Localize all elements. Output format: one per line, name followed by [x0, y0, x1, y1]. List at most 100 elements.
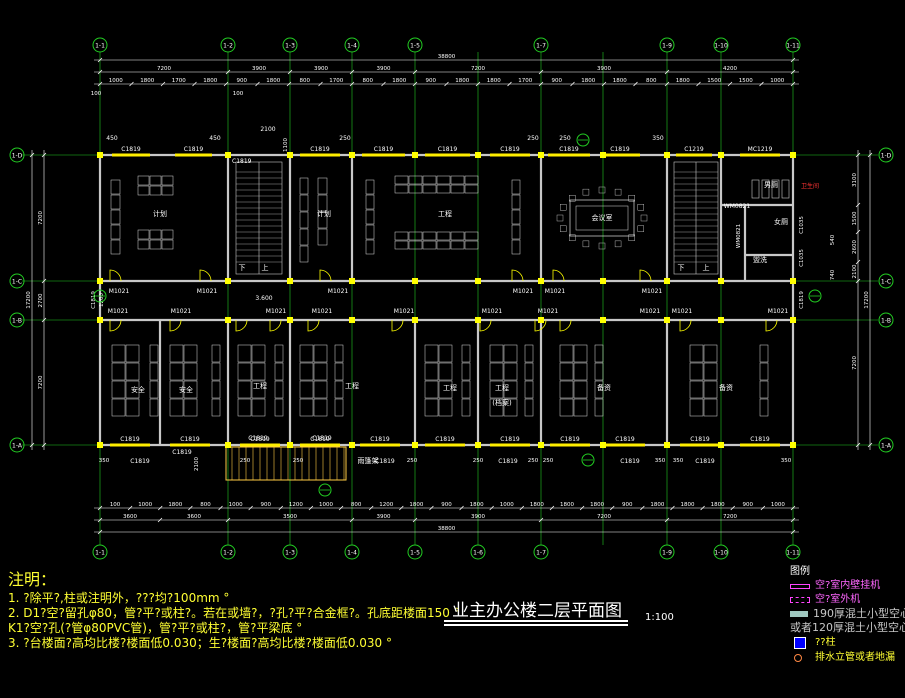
- desk-south: [313, 344, 328, 363]
- window-width-label: 250: [527, 135, 539, 142]
- c1035-label: C1035: [799, 216, 805, 234]
- ac-circle-marker: [93, 289, 107, 303]
- grid-marker-bottom-label: 1-5: [410, 550, 420, 557]
- desk-north: [110, 239, 121, 255]
- desk-south: [503, 362, 518, 381]
- desk-north: [365, 209, 375, 225]
- grid-marker-left: [9, 147, 25, 163]
- desk-north: [464, 184, 479, 194]
- grid-marker-bottom-label: 1-3: [285, 550, 295, 557]
- dim-top-detail-text: 800: [646, 78, 657, 84]
- dim-right-tick: [855, 152, 861, 158]
- column: [538, 442, 544, 448]
- desk-south: [461, 380, 471, 399]
- grid-marker-right: [878, 147, 894, 163]
- grid-marker-bottom-label: 1-2: [223, 550, 233, 557]
- dim-top-detail-tick: [97, 81, 103, 87]
- desk-north: [317, 228, 328, 246]
- column: [790, 317, 796, 323]
- window-south-label: C1819: [375, 458, 395, 465]
- desk-north: [394, 175, 409, 185]
- wm-label: WM0821: [736, 224, 742, 248]
- dim-left-total-text: 17200: [26, 291, 32, 309]
- desk-south: [313, 380, 328, 399]
- door-north: [639, 269, 652, 282]
- column: [600, 317, 606, 323]
- door-label: M1021: [768, 308, 789, 315]
- room-label: (档案): [492, 398, 512, 407]
- column: [97, 278, 103, 284]
- desk-south: [759, 398, 769, 417]
- desk-north: [511, 194, 521, 210]
- canopy: [225, 446, 347, 481]
- desk-north: [422, 175, 437, 185]
- desk-north: [137, 229, 150, 240]
- grid-marker-left-label: 1-B: [12, 318, 22, 325]
- dim-bottom-detail-tick: [429, 505, 434, 511]
- doors: [109, 269, 778, 332]
- door-label: M1021: [545, 288, 566, 295]
- column: [97, 152, 103, 158]
- grid-marker-bottom-label: 1-7: [536, 550, 546, 557]
- desk-north: [365, 239, 375, 255]
- c1819-side-label: C1819: [799, 291, 805, 309]
- dim-top-detail-text: 900: [426, 78, 437, 84]
- meeting-chair: [598, 186, 606, 194]
- grid-marker-top: [344, 37, 360, 53]
- desk-south: [524, 362, 534, 381]
- window-south-label: C1819: [690, 436, 710, 443]
- door-label: M1021: [171, 308, 192, 315]
- dim-top-bays-text: 3900: [597, 66, 611, 72]
- window-c1819-label: C1819: [610, 146, 630, 153]
- note-2b: K1?空?孔(?管φ80PVC管)，管?平?或柱?，管?平梁底 °: [8, 621, 303, 635]
- column: [225, 278, 231, 284]
- column: [225, 442, 231, 448]
- window-width-label: 250: [473, 458, 484, 464]
- dim-bottom-detail-text: 800: [200, 502, 211, 508]
- dim-bottom-detail-text: 900: [622, 502, 633, 508]
- meeting-chair: [640, 214, 648, 222]
- dim-top-detail-tick: [633, 81, 638, 87]
- desk-south: [183, 362, 198, 381]
- grid-marker-top-label: 1-7: [536, 43, 546, 50]
- dim-bottom-detail-tick: [489, 505, 494, 511]
- window-mc1219-label: MC1219: [748, 146, 773, 153]
- dim-bottom-bays-tick: [157, 517, 163, 523]
- desk-north: [436, 184, 451, 194]
- meeting-chair: [614, 240, 622, 248]
- dim-bottom-detail-tick: [308, 505, 314, 511]
- grid-marker-left-label: 1-A: [12, 443, 23, 450]
- dim-edge: 100: [233, 91, 244, 97]
- column: [97, 442, 103, 448]
- dim-right-tick: [855, 202, 861, 208]
- desk-north: [137, 185, 150, 196]
- dim-top-detail-text: 1800: [266, 78, 280, 84]
- drain-circle-icon: [794, 654, 802, 662]
- dim-top-detail-text: 1800: [392, 78, 406, 84]
- column: [664, 152, 670, 158]
- dim-bottom-detail-text: 1800: [409, 502, 423, 508]
- desk-south: [703, 344, 718, 363]
- dim-top-detail-text: 1700: [329, 78, 343, 84]
- desk-north: [161, 175, 174, 186]
- door-south: [269, 319, 282, 332]
- desk-north: [511, 239, 521, 255]
- dim-top-detail-text: 1000: [109, 78, 123, 84]
- room-label: 计划: [153, 209, 167, 218]
- window-south-label: C1819: [250, 436, 270, 443]
- column: [664, 317, 670, 323]
- column: [412, 317, 418, 323]
- dim-bottom-bays-tick: [538, 517, 544, 523]
- desk-south: [334, 398, 344, 417]
- column: [538, 278, 544, 284]
- desk-south: [169, 398, 184, 417]
- dim-top-detail-tick: [318, 81, 323, 87]
- dim-side: 740: [830, 269, 836, 280]
- grid-marker-right: [878, 312, 894, 328]
- dim-bottom-detail-text: 1800: [711, 502, 725, 508]
- grid-marker-top: [282, 37, 298, 53]
- desk-north: [317, 194, 328, 212]
- dim-bottom-detail-tick: [218, 505, 223, 511]
